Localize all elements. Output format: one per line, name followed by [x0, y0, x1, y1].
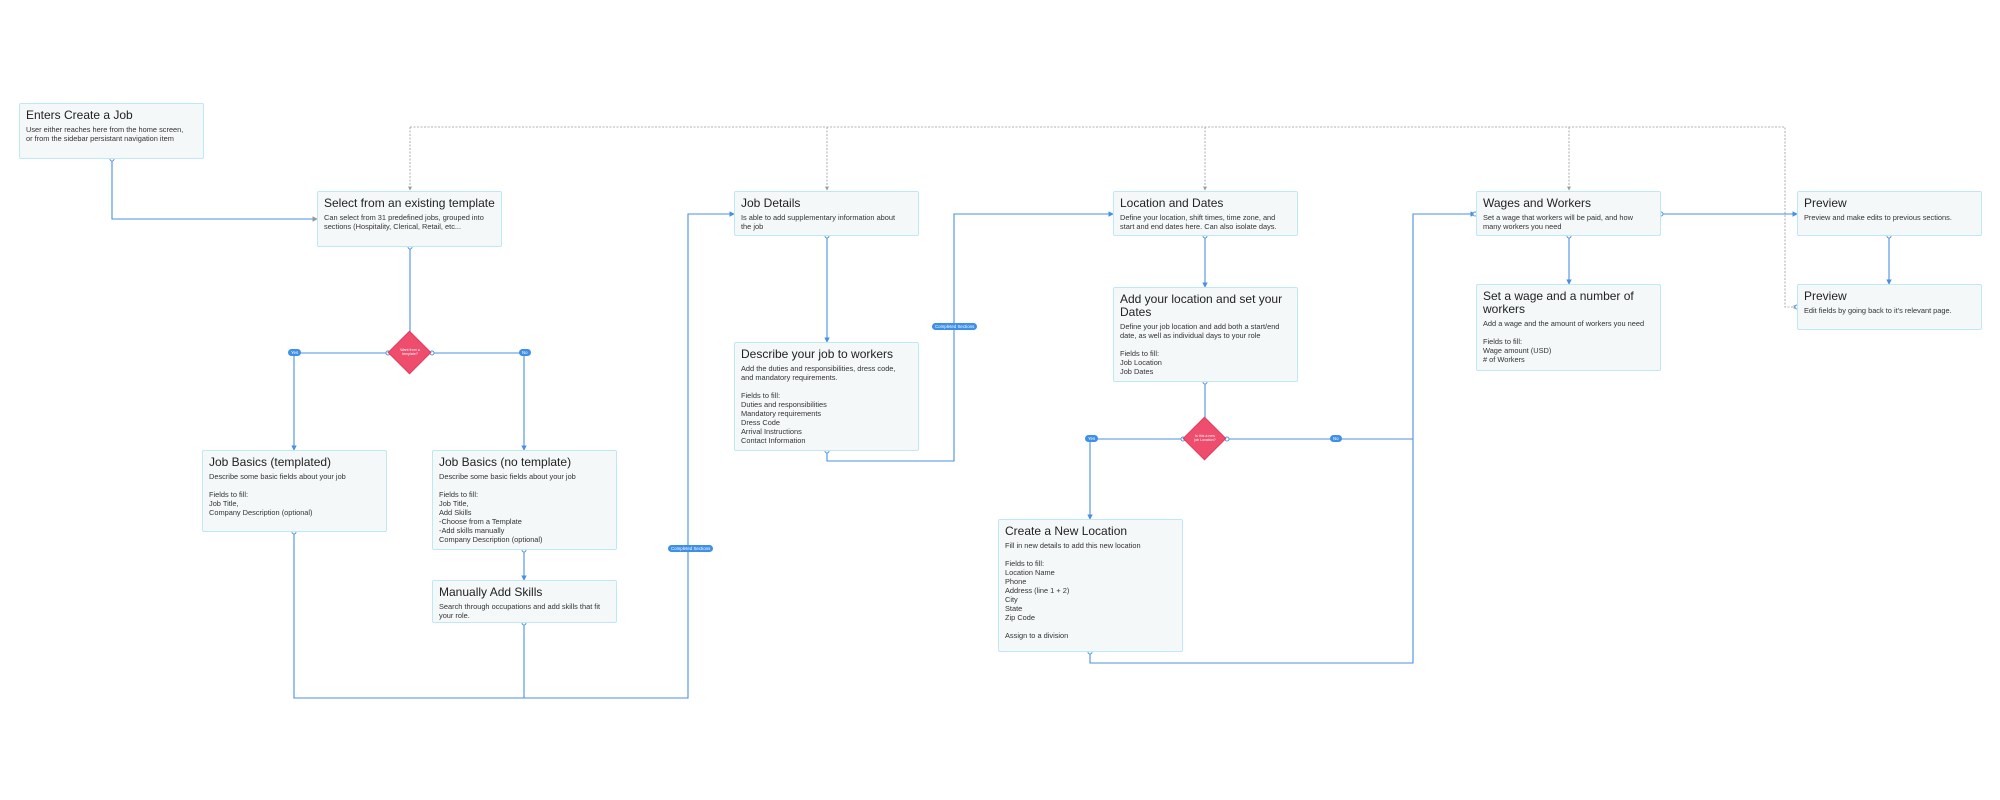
edge-label-template-yes: Yes: [288, 349, 302, 356]
node-body: Set a wage that workers will be paid, an…: [1483, 213, 1633, 231]
edge-label-location-yes: Yes: [1085, 435, 1099, 442]
dashed-back-bus: [410, 126, 1798, 309]
node-title: Enters Create a Job: [26, 108, 133, 122]
edge-enters-to-select: [111, 159, 318, 222]
node-preview-edit[interactable]: Preview Edit fields by going back to it'…: [1797, 284, 1982, 330]
node-manually-add-skills[interactable]: Manually Add Skills Search through occup…: [432, 580, 617, 623]
node-add-location-dates[interactable]: Add your location and set your Dates Def…: [1113, 287, 1298, 382]
edge-templated-to-bus: [293, 211, 735, 699]
node-title: Add your location and set your Dates: [1120, 292, 1283, 319]
node-title: Create a New Location: [1005, 524, 1128, 538]
node-location-and-dates[interactable]: Location and Dates Define your location,…: [1113, 191, 1298, 236]
node-select-template[interactable]: Select from an existing template Can sel…: [317, 191, 502, 247]
node-body: User either reaches here from the home s…: [26, 125, 184, 143]
edge-newloc-loop: [1089, 211, 1476, 664]
node-body: Fill in new details to add this new loca…: [1005, 541, 1141, 640]
node-body: Add the duties and responsibilities, dre…: [741, 364, 896, 445]
node-body: Define your location, shift times, time …: [1120, 213, 1277, 231]
node-body: Describe some basic fields about your jo…: [209, 472, 346, 517]
node-wages-and-workers[interactable]: Wages and Workers Set a wage that worker…: [1476, 191, 1661, 236]
node-body: Add a wage and the amount of workers you…: [1483, 319, 1645, 364]
node-title: Job Basics (templated): [209, 455, 332, 469]
decision-template-label: Want from a template?: [400, 348, 420, 356]
node-title: Wages and Workers: [1483, 196, 1592, 210]
node-title: Job Details: [741, 196, 801, 210]
node-title: Location and Dates: [1120, 196, 1224, 210]
node-body: Edit fields by going back to it's releva…: [1804, 306, 1952, 315]
node-describe-job[interactable]: Describe your job to workers Add the dut…: [734, 342, 919, 451]
edge-describe-to-location: [826, 211, 1114, 462]
node-body: Preview and make edits to previous secti…: [1804, 213, 1952, 222]
node-job-basics-templated[interactable]: Job Basics (templated) Describe some bas…: [202, 450, 387, 532]
node-body: Can select from 31 predefined jobs, grou…: [324, 213, 484, 231]
edge-label-template-no: No: [519, 349, 531, 356]
node-preview[interactable]: Preview Preview and make edits to previo…: [1797, 191, 1982, 236]
edge-decision-no: [432, 352, 527, 451]
node-create-new-location[interactable]: Create a New Location Fill in new detail…: [998, 519, 1183, 652]
node-title: Set a wage and a number of workers: [1483, 289, 1634, 316]
node-title: Preview: [1804, 289, 1847, 303]
node-body: Define your job location and add both a …: [1120, 322, 1280, 376]
edge-label-completed-sections: Completed Sections: [668, 545, 714, 552]
node-body: Search through occupations and add skill…: [439, 602, 601, 620]
node-enters-create-job[interactable]: Enters Create a Job User either reaches …: [19, 103, 204, 159]
edge-decision-yes: [291, 352, 388, 451]
decision-location-label: Is this a new job Location?: [1194, 434, 1216, 442]
node-job-details[interactable]: Job Details Is able to add supplementary…: [734, 191, 919, 236]
node-body: Describe some basic fields about your jo…: [439, 472, 576, 544]
node-title: Manually Add Skills: [439, 585, 543, 599]
node-set-wage[interactable]: Set a wage and a number of workers Add a…: [1476, 284, 1661, 371]
node-title: Describe your job to workers: [741, 347, 894, 361]
node-title: Select from an existing template: [324, 196, 495, 210]
node-title: Job Basics (no template): [439, 455, 572, 469]
edge-locdecision-yes: [1087, 438, 1183, 520]
edge-label-completed-sections: Completed Sections: [932, 323, 978, 330]
edge-label-location-no: No: [1330, 435, 1342, 442]
node-title: Preview: [1804, 196, 1847, 210]
node-body: Is able to add supplementary information…: [741, 213, 896, 231]
node-job-basics-no-template[interactable]: Job Basics (no template) Describe some b…: [432, 450, 617, 550]
